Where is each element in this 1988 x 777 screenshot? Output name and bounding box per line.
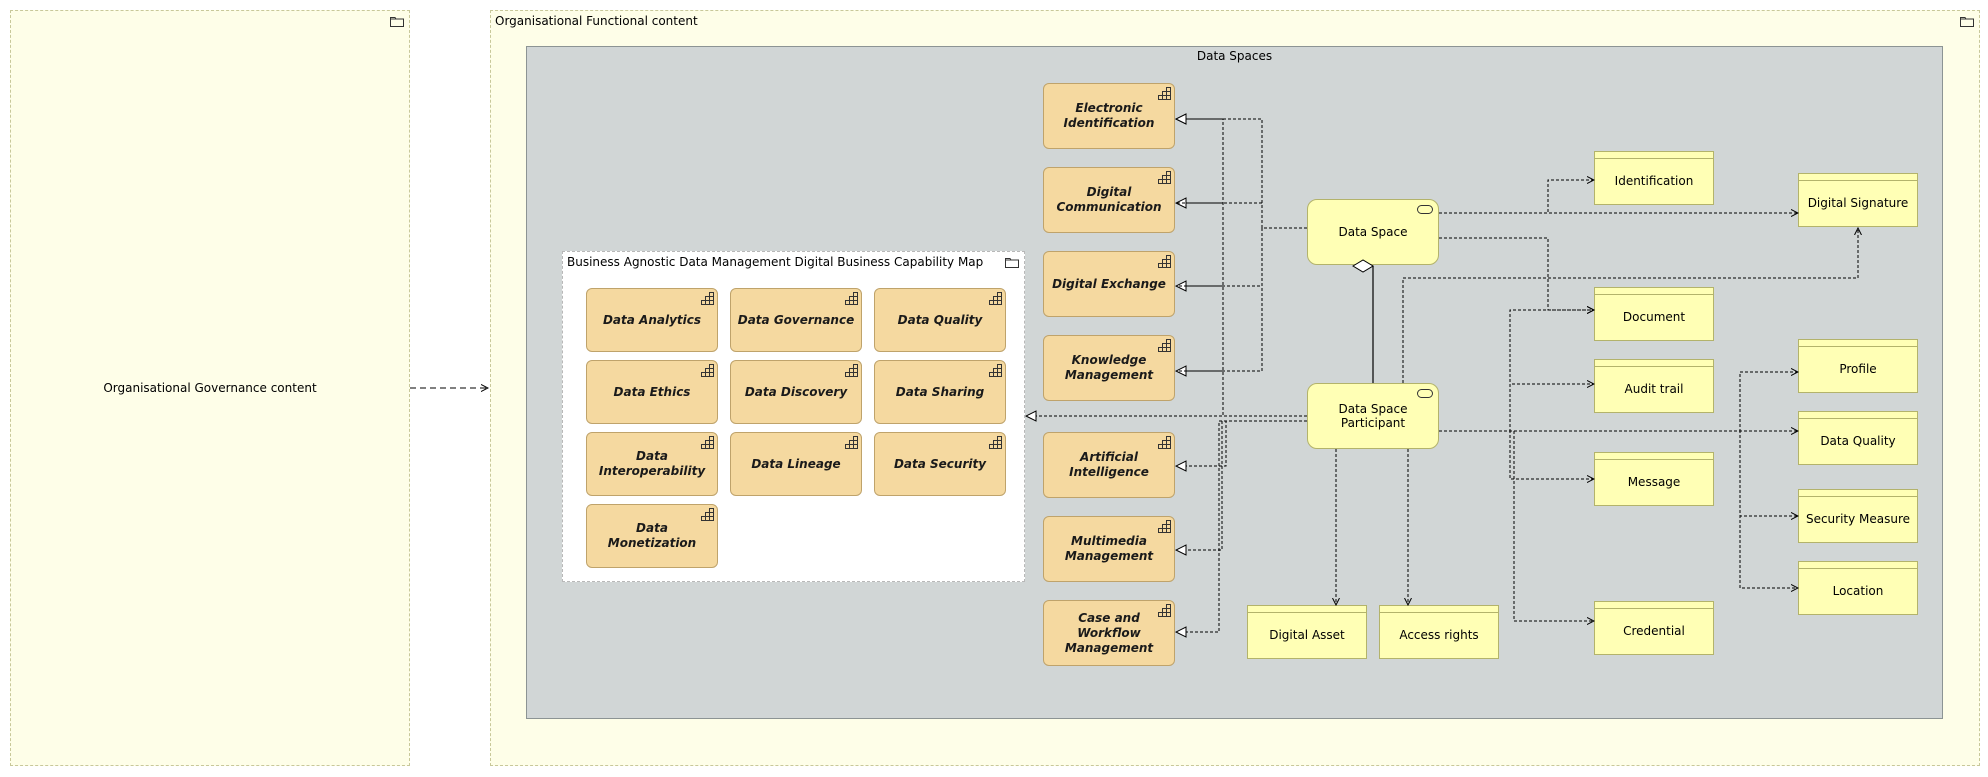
object-access-rights[interactable]: Access rights [1379,605,1499,659]
capability-icon [845,364,858,377]
capability-map-label: Business Agnostic Data Management Digita… [567,255,984,269]
capability-artificial-intelligence[interactable]: Artificial Intelligence [1043,432,1175,498]
capability-icon [1158,339,1171,352]
capability-data-ethics[interactable]: Data Ethics [586,360,718,424]
capability-icon [701,508,714,521]
governance-label: Organisational Governance content [103,381,317,395]
object-audit-trail[interactable]: Audit trail [1594,359,1714,413]
folder-icon [1960,17,1974,27]
service-icon [1417,205,1433,214]
capability-digital-communication[interactable]: Digital Communication [1043,167,1175,233]
capability-icon [989,436,1002,449]
data-spaces-title: Data Spaces [1196,49,1273,63]
capability-data-governance[interactable]: Data Governance [730,288,862,352]
capability-digital-exchange[interactable]: Digital Exchange [1043,251,1175,317]
capability-multimedia-management[interactable]: Multimedia Management [1043,516,1175,582]
object-security-measure[interactable]: Security Measure [1798,489,1918,543]
service-data-space[interactable]: Data Space [1307,199,1439,265]
object-data-quality[interactable]: Data Quality [1798,411,1918,465]
capability-data-quality[interactable]: Data Quality [874,288,1006,352]
capability-data-interoperability[interactable]: Data Interoperability [586,432,718,496]
capability-icon [1158,171,1171,184]
object-profile[interactable]: Profile [1798,339,1918,393]
folder-icon [1005,258,1019,268]
capability-knowledge-management[interactable]: Knowledge Management [1043,335,1175,401]
capability-icon [701,436,714,449]
governance-group[interactable]: Organisational Governance content [10,10,410,766]
object-document[interactable]: Document [1594,287,1714,341]
capability-icon [989,292,1002,305]
functional-label: Organisational Functional content [495,14,698,28]
object-identification[interactable]: Identification [1594,151,1714,205]
capability-icon [845,436,858,449]
capability-icon [1158,255,1171,268]
object-location[interactable]: Location [1798,561,1918,615]
capability-icon [1158,604,1171,617]
capability-icon [701,364,714,377]
capability-data-monetization[interactable]: Data Monetization [586,504,718,568]
capability-icon [1158,520,1171,533]
capability-electronic-identification[interactable]: Electronic Identification [1043,83,1175,149]
object-digital-signature[interactable]: Digital Signature [1798,173,1918,227]
service-data-space-participant[interactable]: Data Space Participant [1307,383,1439,449]
capability-icon [1158,436,1171,449]
service-icon [1417,389,1433,398]
object-digital-asset[interactable]: Digital Asset [1247,605,1367,659]
capability-icon [1158,87,1171,100]
capability-data-sharing[interactable]: Data Sharing [874,360,1006,424]
capability-data-analytics[interactable]: Data Analytics [586,288,718,352]
capability-data-discovery[interactable]: Data Discovery [730,360,862,424]
capability-icon [989,364,1002,377]
object-credential[interactable]: Credential [1594,601,1714,655]
capability-data-security[interactable]: Data Security [874,432,1006,496]
capability-data-lineage[interactable]: Data Lineage [730,432,862,496]
object-message[interactable]: Message [1594,452,1714,506]
folder-icon [390,17,404,27]
capability-icon [701,292,714,305]
capability-icon [845,292,858,305]
capability-case-workflow-management[interactable]: Case and Workflow Management [1043,600,1175,666]
